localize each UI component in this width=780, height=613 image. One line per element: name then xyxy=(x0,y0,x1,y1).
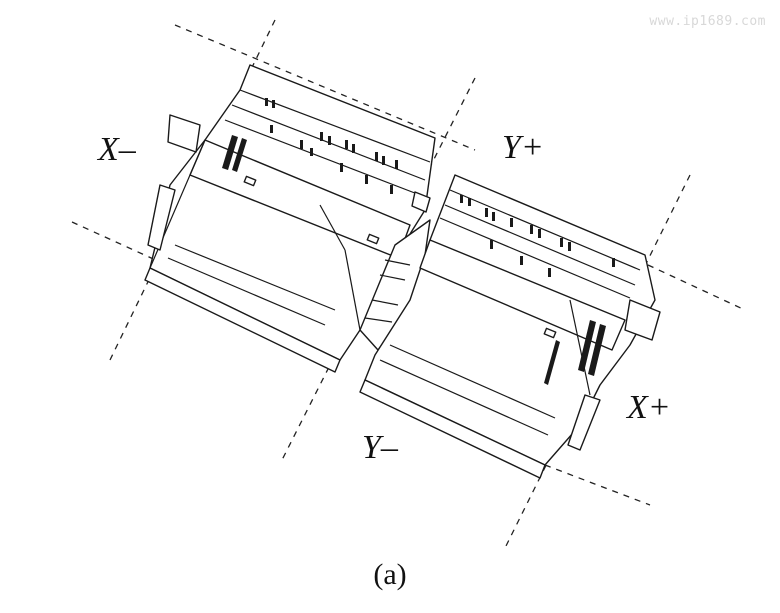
direction-labels: X– Y+ X+ Y– xyxy=(96,129,671,466)
label-y-minus: Y– xyxy=(362,429,399,466)
label-y-plus: Y+ xyxy=(502,129,544,166)
watermark-text: www.ip1689.com xyxy=(649,14,766,29)
figure-caption: (a) xyxy=(373,558,407,591)
label-x-plus: X+ xyxy=(625,389,671,426)
ref-line-left xyxy=(71,221,161,263)
left-housing xyxy=(144,64,436,373)
label-x-minus: X– xyxy=(96,131,137,168)
right-housing xyxy=(359,174,661,479)
ref-line-right xyxy=(647,264,746,311)
ref-line-bottom xyxy=(544,464,651,506)
